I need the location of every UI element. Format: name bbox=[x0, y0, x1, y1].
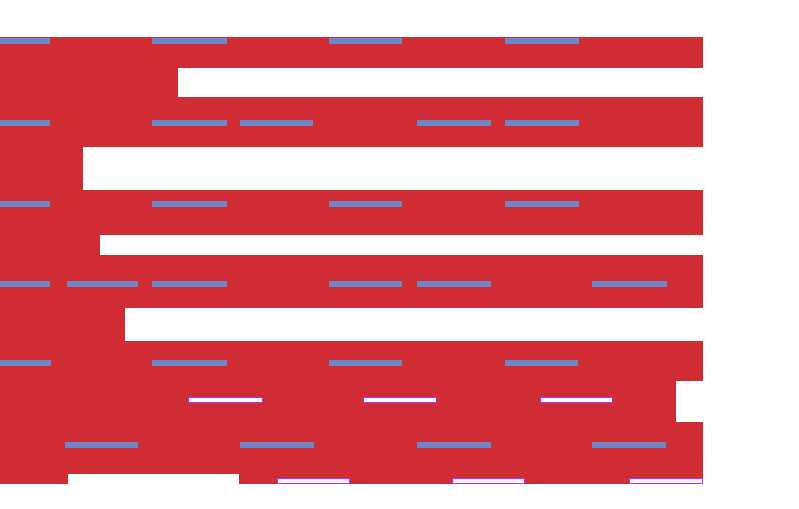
link-bar[interactable] bbox=[417, 442, 491, 448]
link-bar[interactable] bbox=[152, 120, 227, 126]
highlight-bar[interactable] bbox=[540, 397, 613, 403]
white-notch bbox=[676, 381, 703, 422]
red-block bbox=[0, 190, 703, 235]
highlight-bar[interactable] bbox=[277, 478, 350, 484]
link-bar[interactable] bbox=[329, 281, 402, 287]
link-bar[interactable] bbox=[0, 201, 50, 207]
link-bar[interactable] bbox=[592, 442, 666, 448]
red-block bbox=[0, 308, 125, 342]
link-bar[interactable] bbox=[417, 120, 491, 126]
link-bar[interactable] bbox=[329, 38, 402, 44]
link-bar[interactable] bbox=[505, 120, 579, 126]
link-bar[interactable] bbox=[0, 360, 51, 366]
white-notch bbox=[68, 474, 239, 484]
link-bar[interactable] bbox=[329, 360, 402, 366]
highlight-bar[interactable] bbox=[629, 478, 703, 484]
link-bar[interactable] bbox=[240, 120, 313, 126]
red-block bbox=[0, 147, 83, 191]
link-bar[interactable] bbox=[65, 442, 138, 448]
link-bar[interactable] bbox=[505, 201, 579, 207]
link-bar[interactable] bbox=[67, 281, 138, 287]
link-bar[interactable] bbox=[240, 442, 314, 448]
link-bar[interactable] bbox=[505, 360, 578, 366]
link-bar[interactable] bbox=[505, 38, 579, 44]
highlight-bar[interactable] bbox=[188, 397, 263, 403]
link-bar[interactable] bbox=[0, 120, 50, 126]
link-bar[interactable] bbox=[152, 281, 227, 287]
link-bar[interactable] bbox=[329, 201, 402, 207]
link-bar[interactable] bbox=[0, 38, 50, 44]
highlight-bar[interactable] bbox=[363, 397, 437, 403]
link-bar[interactable] bbox=[417, 281, 491, 287]
white-notch bbox=[178, 68, 703, 97]
red-block bbox=[0, 234, 100, 256]
link-bar[interactable] bbox=[152, 360, 227, 366]
link-bar[interactable] bbox=[152, 38, 227, 44]
link-bar[interactable] bbox=[152, 201, 227, 207]
highlight-bar[interactable] bbox=[452, 478, 525, 484]
link-bar[interactable] bbox=[592, 281, 667, 287]
link-bar[interactable] bbox=[0, 281, 50, 287]
